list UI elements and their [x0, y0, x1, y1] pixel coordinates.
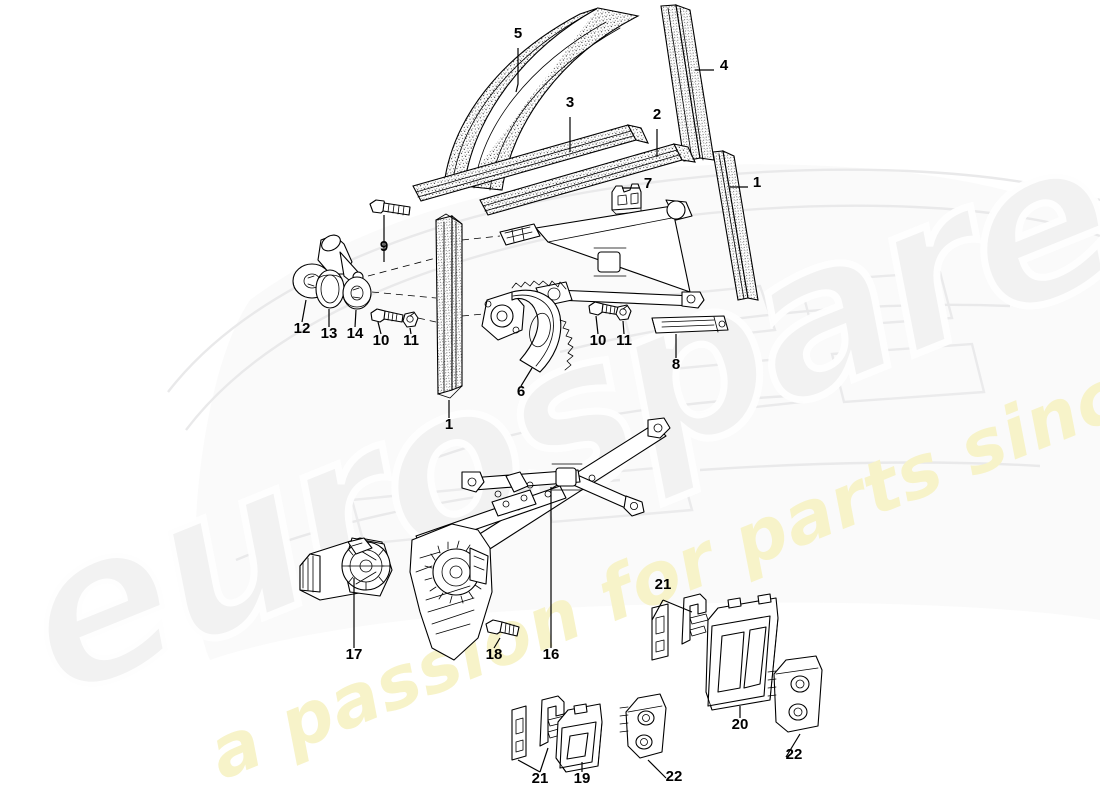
- callout-switch-rocker-double: 22: [786, 746, 803, 763]
- callout-window-lift-motor: 17: [346, 646, 363, 663]
- callout-lock-washer-right: 11: [616, 332, 632, 349]
- callout-regulator-mounting-bolt: 18: [486, 646, 503, 663]
- assembly-alignment-lines: [367, 235, 501, 323]
- part-11-lock-washer-left: [402, 311, 419, 328]
- part-16-electric-regulator-arms: [409, 417, 671, 661]
- part-21b-retaining-clips: [651, 593, 709, 661]
- callout-handle-bushing: 14: [347, 325, 364, 342]
- part-20-switch-bezel-double: [705, 593, 779, 711]
- leader-lines: [301, 48, 801, 779]
- part-19-switch-bezel-single: [555, 703, 603, 773]
- callout-crank-handle-assembly: 12: [294, 320, 311, 337]
- callout-window-guide-channel-vertical: 1: [445, 416, 453, 433]
- callout-handle-escutcheon-ring: 13: [321, 325, 338, 342]
- callout-switch-bezel-single: 19: [574, 770, 591, 787]
- part-9-hex-bolt-long: [369, 199, 411, 216]
- callout-hex-bolt-long: 9: [380, 238, 388, 255]
- part-1b-guide-channel-rear: [712, 150, 759, 301]
- part-18-regulator-bolt: [485, 619, 520, 637]
- callout-guide-bracket-clip: 7: [644, 175, 652, 192]
- callout-hex-bolt-short-right: 10: [590, 332, 607, 349]
- part-6-manual-regulator-assembly: [481, 199, 705, 373]
- callout-window-seal-outer-belt: 2: [653, 106, 661, 123]
- part-22b-switch-rocker: [767, 655, 823, 733]
- part-13-escutcheon-ring: [315, 269, 345, 309]
- part-2-outer-belt-seal: [479, 143, 696, 216]
- callout-hex-bolt-short-left: 10: [373, 332, 390, 349]
- callout-lock-washer-left: 11: [403, 332, 419, 349]
- part-8-slider-rail: [651, 315, 729, 334]
- part-4-rear-vertical-seal: [660, 4, 715, 162]
- part-14-bushing: [342, 276, 372, 310]
- callout-slider-rail: 8: [672, 356, 680, 373]
- callout-window-guide-channel-rear: 1: [753, 174, 761, 191]
- callout-switch-rocker-single: 22: [666, 768, 683, 785]
- part-10-hex-bolt-left: [370, 308, 404, 323]
- callout-electric-regulator-scissor-arm: 16: [543, 646, 560, 663]
- callout-switch-bezel-double: 20: [732, 716, 749, 733]
- callout-window-seal-rear-vertical: 4: [720, 57, 729, 74]
- part-1-guide-channel-vertical: [435, 213, 463, 399]
- callout-switch-retaining-clips-front: 21: [532, 770, 549, 787]
- part-11b-lock-washer-right: [615, 304, 632, 321]
- callout-switch-retaining-clips-rear: 21: [655, 576, 672, 593]
- part-3-inner-belt-seal: [412, 124, 649, 202]
- callout-window-seal-upper-curved: 5: [514, 25, 522, 42]
- part-22-switch-rocker: [619, 693, 667, 759]
- callout-manual-regulator-sector-gear: 6: [517, 383, 525, 400]
- callout-window-seal-inner-belt: 3: [566, 94, 574, 111]
